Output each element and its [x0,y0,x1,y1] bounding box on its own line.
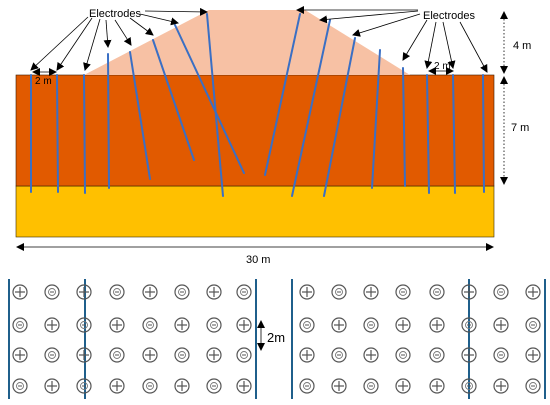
plus-electrode-icon [174,378,190,394]
electrode [174,24,245,174]
plan-view: 2m [8,279,546,399]
width-label: 30 m [246,254,270,266]
minus-electrode-icon [525,317,541,333]
electrode [371,49,381,189]
minus-electrode-icon [461,317,477,333]
minus-electrode-icon [493,284,509,300]
electrode [452,74,456,194]
electrode [206,13,224,197]
plus-electrode-icon [76,284,92,300]
minus-electrode-icon [525,378,541,394]
electrode-callouts [30,6,488,73]
minus-electrode-icon [299,378,315,394]
minus-electrode-icon [429,284,445,300]
minus-electrode-icon [395,284,411,300]
plus-electrode-icon [331,317,347,333]
minus-electrode-icon [12,317,28,333]
plus-electrode-icon [44,317,60,333]
minus-electrode-icon [142,317,158,333]
plus-electrode-icon [493,317,509,333]
minus-electrode-icon [206,378,222,394]
plus-electrode-icon [525,284,541,300]
minus-electrode-icon [236,347,252,363]
electrodes-label-right: Electrodes [423,10,475,22]
electrode [152,39,195,161]
minus-electrode-icon [363,378,379,394]
plus-electrode-icon [395,317,411,333]
plus-electrode-icon [142,347,158,363]
plus-electrode-icon [461,347,477,363]
electrode [482,74,485,193]
plus-electrode-icon [299,284,315,300]
plus-electrode-icon [12,347,28,363]
spacing-label-right: 2 m [434,61,451,72]
minus-electrode-icon [461,378,477,394]
minus-electrode-icon [493,347,509,363]
minus-electrode-icon [174,284,190,300]
minus-electrode-icon [44,347,60,363]
electrode [129,51,151,180]
sand-layer [15,185,495,238]
electrode [56,74,59,193]
minus-electrode-icon [109,284,125,300]
electrodes-group [30,13,485,197]
electrode-grid-right [299,284,541,394]
plus-electrode-icon [236,317,252,333]
minus-electrode-icon [395,347,411,363]
plus-electrode-icon [429,378,445,394]
minus-electrode-icon [429,347,445,363]
plus-electrode-icon [299,347,315,363]
minus-electrode-icon [206,317,222,333]
electrode [291,19,331,197]
electrode [323,37,356,197]
plus-electrode-icon [525,347,541,363]
plus-electrode-icon [429,317,445,333]
plus-electrode-icon [109,317,125,333]
electrode-grid-left [12,284,252,394]
electrode [402,67,406,187]
plus-electrode-icon [363,284,379,300]
plus-electrode-icon [363,347,379,363]
plus-electrode-icon [331,378,347,394]
height-label-top: 4 m [513,40,531,52]
minus-electrode-icon [76,378,92,394]
minus-electrode-icon [76,317,92,333]
electrode [426,74,430,194]
minus-electrode-icon [236,284,252,300]
spacing-label-left: 2 m [35,76,52,87]
plus-electrode-icon [206,284,222,300]
plus-electrode-icon [206,347,222,363]
minus-electrode-icon [363,317,379,333]
plus-electrode-icon [395,378,411,394]
plus-electrode-icon [174,317,190,333]
electrode [107,53,110,189]
minus-electrode-icon [331,347,347,363]
minus-electrode-icon [109,347,125,363]
clay-layer [15,74,495,187]
spacing-label-plan: 2m [267,330,285,345]
plus-electrode-icon [142,284,158,300]
plus-electrode-icon [461,284,477,300]
minus-electrode-icon [174,347,190,363]
minus-electrode-icon [331,284,347,300]
plus-electrode-icon [493,378,509,394]
plus-electrode-icon [76,347,92,363]
minus-electrode-icon [12,378,28,394]
cross-section: Electrodes Electrodes 2 m 2 m 4 m 7 m 30… [15,6,531,266]
plus-electrode-icon [236,378,252,394]
height-label-middle: 7 m [511,122,529,134]
minus-electrode-icon [44,284,60,300]
minus-electrode-icon [142,378,158,394]
plus-electrode-icon [44,378,60,394]
electrode [83,74,86,194]
plus-electrode-icon [109,378,125,394]
plus-electrode-icon [12,284,28,300]
electrode [264,13,301,176]
minus-electrode-icon [299,317,315,333]
electrodes-label-left: Electrodes [89,8,141,20]
